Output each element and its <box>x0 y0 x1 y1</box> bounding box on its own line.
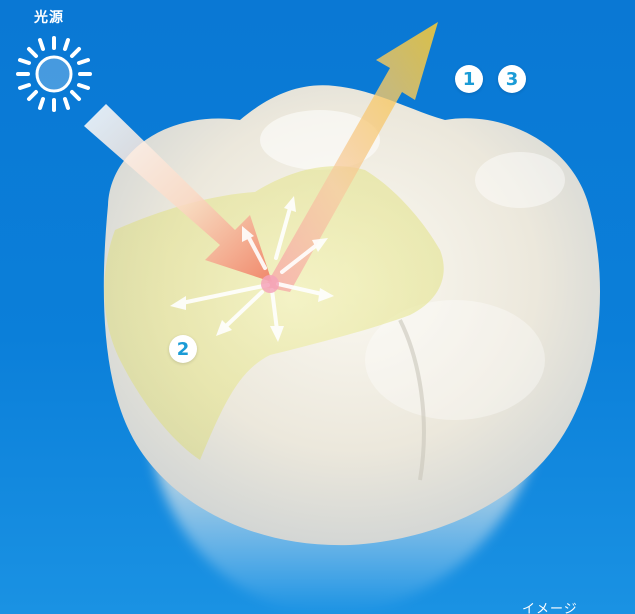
badge-3: 3 <box>498 65 526 93</box>
cusp-highlight <box>475 152 565 208</box>
sun-icon <box>18 38 90 110</box>
scatter-origin <box>261 275 279 293</box>
badge-2: 2 <box>169 335 197 363</box>
image-caption: イメージ <box>522 598 578 614</box>
light-source-label: 光源 <box>34 7 64 27</box>
badge-1: 1 <box>455 65 483 93</box>
